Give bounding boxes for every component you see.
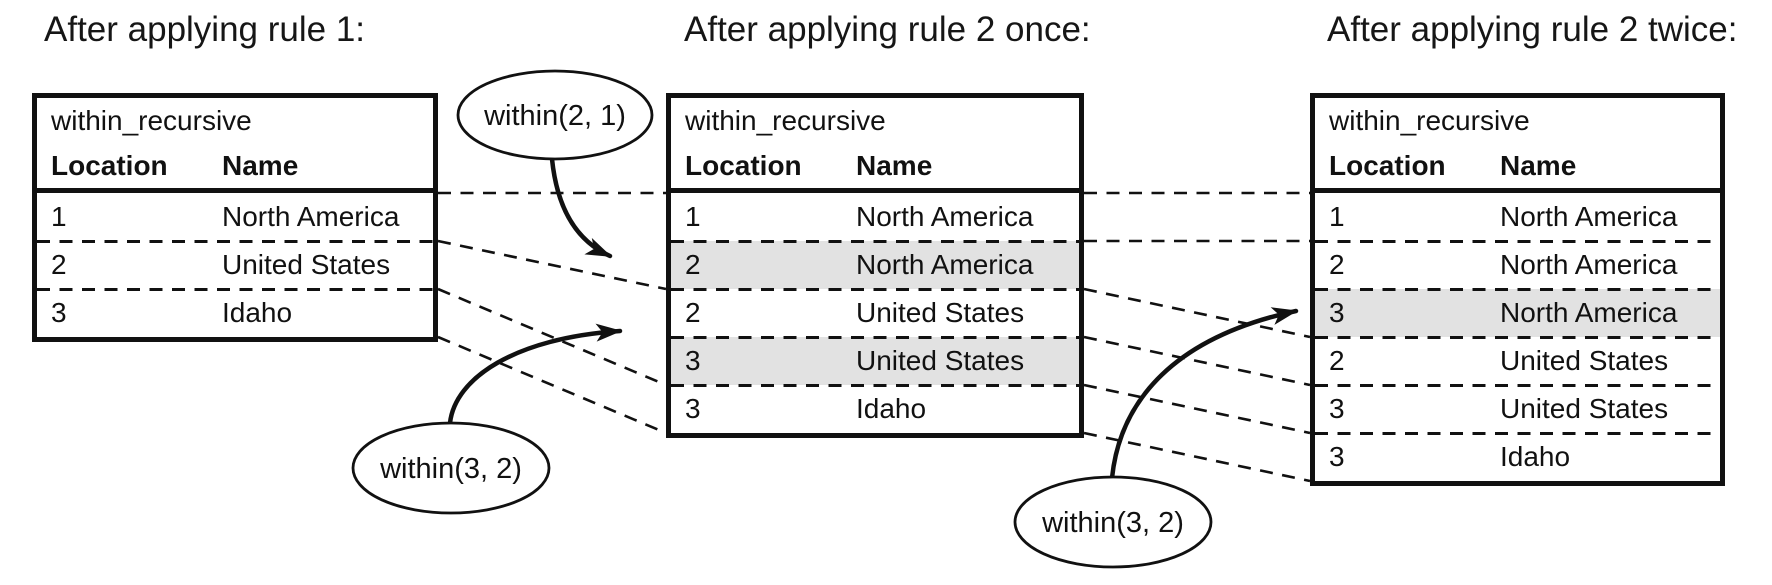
table-row: 3 United States xyxy=(671,335,1079,385)
cell-location: 2 xyxy=(1329,345,1345,376)
cell-location: 3 xyxy=(685,345,701,376)
table-row: 2 United States xyxy=(37,239,433,289)
column-header-name: Name xyxy=(222,149,299,181)
row-connector-lines-t2-t3 xyxy=(1083,191,1311,483)
cell-location: 3 xyxy=(1329,441,1345,472)
table-row: 2 United States xyxy=(671,287,1079,337)
panel-title-rule-2-twice: After applying rule 2 twice: xyxy=(1327,10,1738,49)
cell-location: 3 xyxy=(1329,393,1345,424)
cell-name: North America xyxy=(856,201,1034,232)
cell-name: United States xyxy=(222,249,391,280)
cell-name: North America xyxy=(856,249,1034,280)
table-row: 3 Idaho xyxy=(37,287,433,337)
cell-name: Idaho xyxy=(856,393,927,424)
cell-location: 2 xyxy=(685,249,701,280)
cell-name: North America xyxy=(1500,201,1678,232)
table-name: within_recursive xyxy=(51,104,252,136)
annotation-label: within(2, 1) xyxy=(483,100,626,132)
cell-location: 1 xyxy=(1329,201,1345,232)
table-row: 3 Idaho xyxy=(1315,431,1720,481)
table-header: Location Name xyxy=(1315,143,1720,193)
cell-location: 2 xyxy=(1329,249,1345,280)
annotation-within-2-1: within(2, 1) xyxy=(456,69,654,259)
cell-name: United States xyxy=(1500,345,1669,376)
table-name: within_recursive xyxy=(1329,104,1530,136)
cell-name: United States xyxy=(856,345,1025,376)
cell-name: Idaho xyxy=(222,297,293,328)
cell-location: 1 xyxy=(51,201,67,232)
table-row: 1 North America xyxy=(1315,193,1720,241)
cell-location: 2 xyxy=(685,297,701,328)
table-name: within_recursive xyxy=(685,104,886,136)
table-after-rule-1: within_recursive Location Name 1 North A… xyxy=(32,93,438,342)
panel-title-rule-1: After applying rule 1: xyxy=(44,10,366,49)
cell-location: 1 xyxy=(685,201,701,232)
column-header-name: Name xyxy=(1500,149,1577,181)
table-header: Location Name xyxy=(37,143,433,193)
table-row: 2 North America xyxy=(1315,239,1720,289)
cell-location: 3 xyxy=(685,393,701,424)
column-header-name: Name xyxy=(856,149,933,181)
annotation-within-3-2-left: within(3, 2) xyxy=(351,323,623,515)
table-row: 2 United States xyxy=(1315,335,1720,385)
annotation-label: within(3, 2) xyxy=(379,453,522,485)
table-row: 3 North America xyxy=(1315,287,1720,337)
column-header-location: Location xyxy=(51,149,168,181)
annotation-label: within(3, 2) xyxy=(1041,507,1184,539)
table-row: 3 United States xyxy=(1315,383,1720,433)
table-row: 2 North America xyxy=(671,239,1079,289)
table-row: 3 Idaho xyxy=(671,383,1079,433)
panel-title-rule-2-once: After applying rule 2 once: xyxy=(684,10,1091,49)
cell-location: 3 xyxy=(1329,297,1345,328)
cell-location: 3 xyxy=(51,297,67,328)
cell-location: 2 xyxy=(51,249,67,280)
cell-name: United States xyxy=(1500,393,1669,424)
table-row: 1 North America xyxy=(671,193,1079,241)
column-header-location: Location xyxy=(685,149,802,181)
cell-name: North America xyxy=(1500,297,1678,328)
cell-name: Idaho xyxy=(1500,441,1571,472)
table-after-rule-2-twice: within_recursive Location Name 1 North A… xyxy=(1310,93,1725,486)
cell-name: North America xyxy=(222,201,400,232)
table-row: 1 North America xyxy=(37,193,433,241)
table-after-rule-2-once: within_recursive Location Name 1 North A… xyxy=(666,93,1084,438)
column-header-location: Location xyxy=(1329,149,1446,181)
cell-name: North America xyxy=(1500,249,1678,280)
row-connector-lines-t1-t2 xyxy=(437,191,667,435)
cell-name: United States xyxy=(856,297,1025,328)
table-header: Location Name xyxy=(671,143,1079,193)
